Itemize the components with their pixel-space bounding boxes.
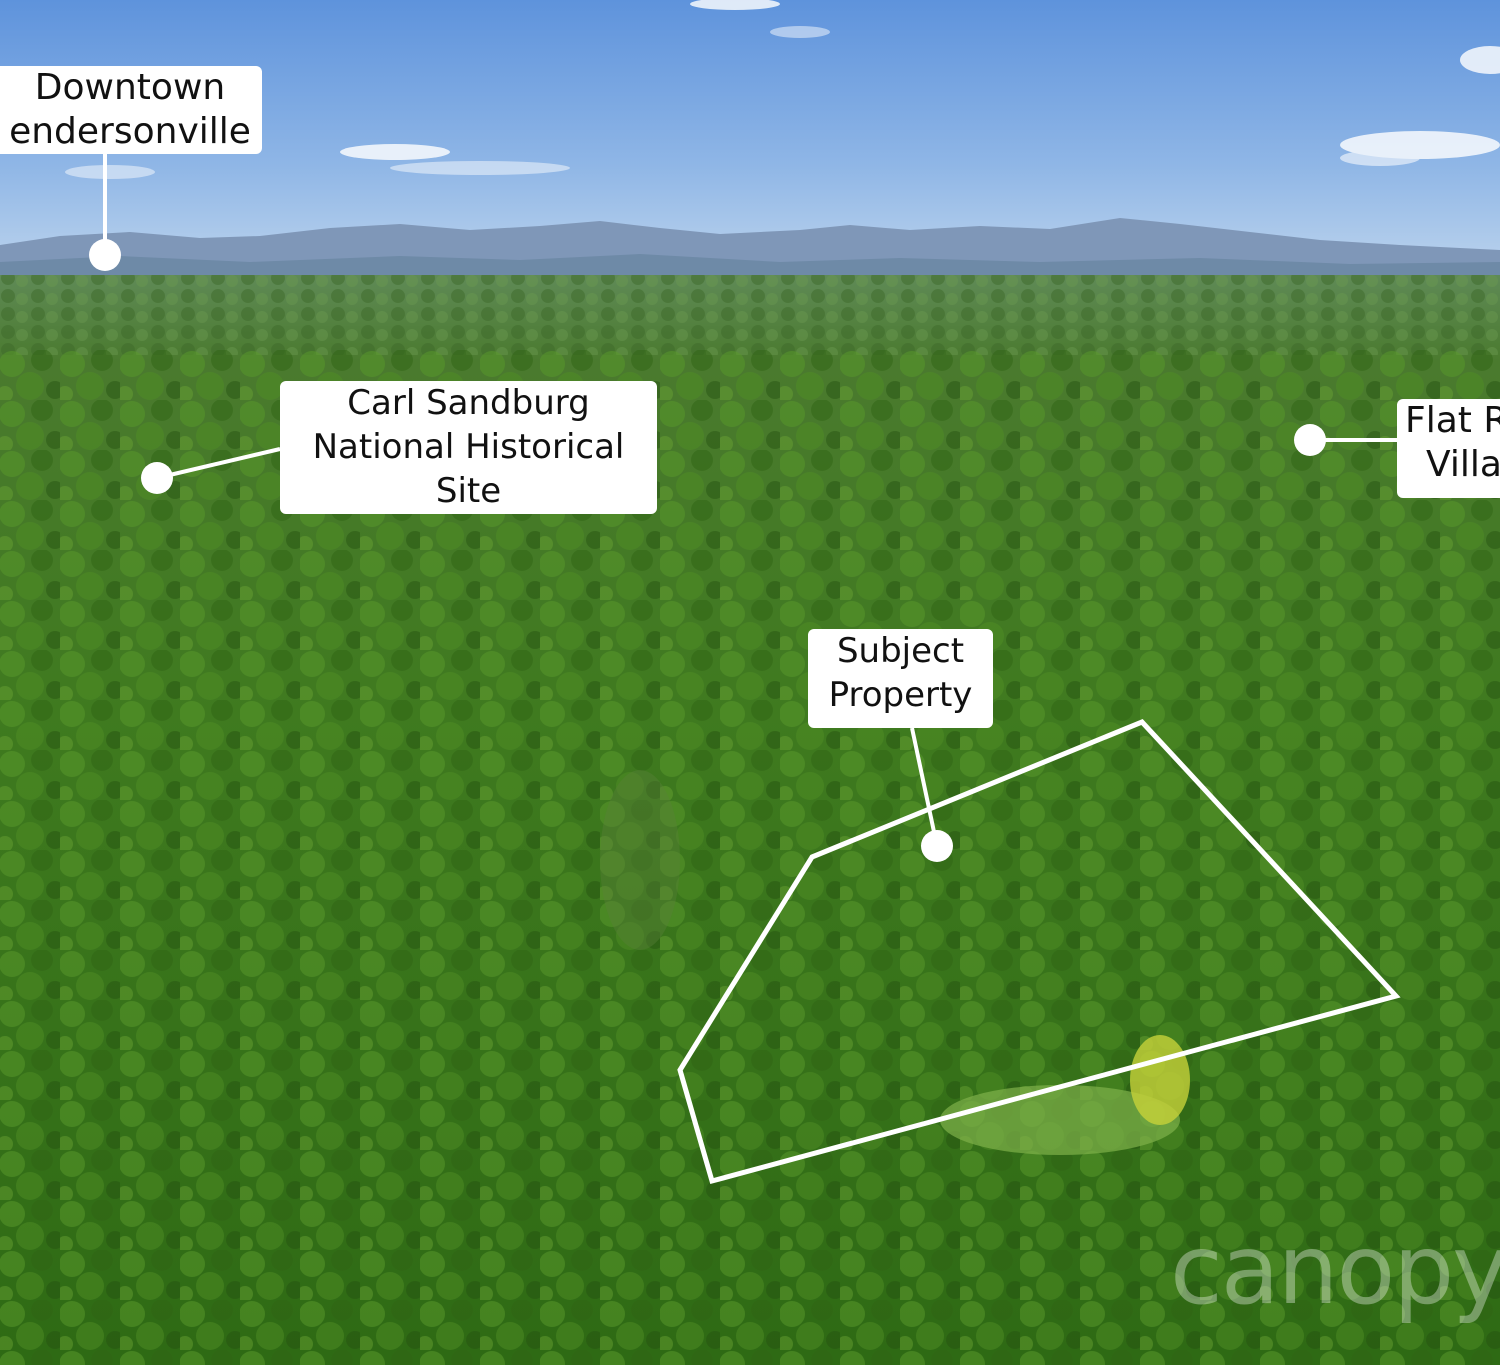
sandburg-label-line2: National Historical: [312, 427, 625, 467]
subject-label-line1: Subject: [836, 631, 965, 671]
downtown-marker: [89, 239, 121, 271]
subject-marker: [921, 830, 953, 862]
property-boundary: [677, 719, 1401, 1185]
downtown-label-line1: Downtown: [34, 67, 226, 108]
flatrock-label-line1: Flat R: [1405, 400, 1500, 441]
flatrock-label: Flat R Villa: [1397, 399, 1500, 498]
canopy-watermark: canopy: [1170, 1214, 1500, 1326]
sandburg-label-line3: Site: [435, 471, 502, 511]
downtown-label: Downtown endersonville: [0, 66, 262, 154]
sandburg-label: Carl Sandburg National Historical Site: [280, 381, 657, 514]
flatrock-marker: [1294, 424, 1326, 456]
subject-label: Subject Property: [808, 629, 993, 728]
flatrock-label-line2: Villa: [1426, 444, 1500, 485]
clouds: [65, 0, 1500, 179]
sandburg-marker: [141, 462, 173, 494]
sandburg-label-line1: Carl Sandburg: [347, 383, 590, 423]
subject-label-line2: Property: [828, 675, 973, 715]
downtown-label-line2: endersonville: [9, 111, 251, 152]
